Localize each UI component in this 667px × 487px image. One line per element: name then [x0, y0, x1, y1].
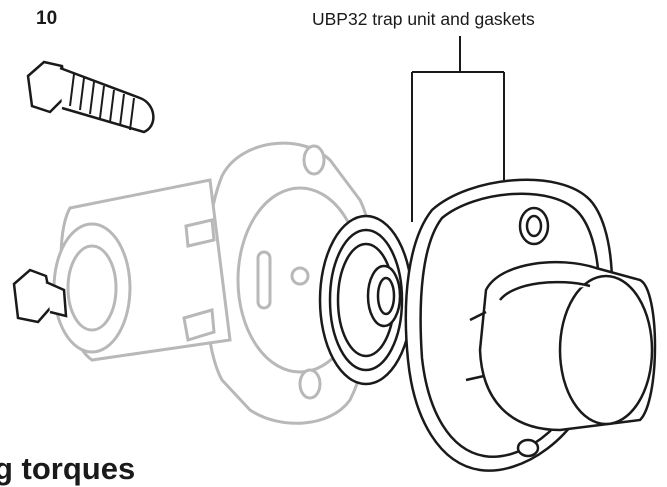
section-heading-partial: g torques	[0, 451, 136, 486]
callout-bracket	[411, 36, 505, 222]
hex-bolt-icon	[26, 60, 155, 134]
trap-unit-callout-label: UBP32 trap unit and gaskets	[312, 9, 535, 29]
trap-unit-icon	[404, 178, 657, 472]
bolt-callout-number: 10	[36, 8, 58, 29]
hex-bolt-icon	[12, 268, 68, 324]
seal-ring	[366, 264, 402, 328]
